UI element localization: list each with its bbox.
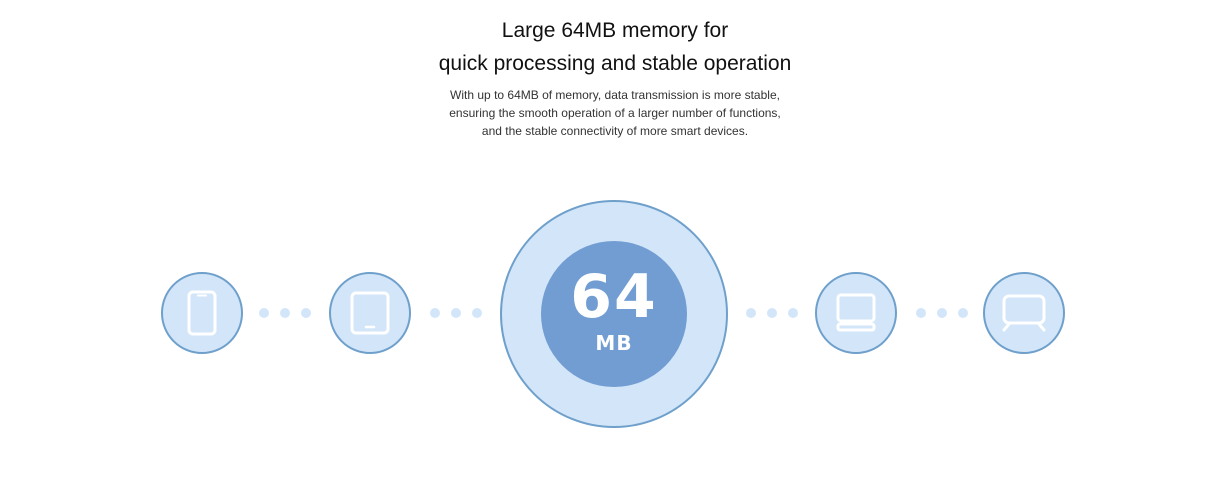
description-line-3: and the stable connectivity of more smar…: [481, 124, 749, 138]
device-circle-smartphone: [161, 272, 243, 354]
connector-dots: [259, 308, 311, 320]
connector-dot: [301, 308, 311, 318]
connector-dot: [767, 308, 777, 318]
description-line-2: ensuring the smooth operation of a large…: [449, 106, 781, 120]
description-line-1: With up to 64MB of memory, data transmis…: [450, 88, 780, 102]
connector-dot: [451, 308, 461, 318]
memory-value: 64: [570, 262, 658, 332]
connector-dot: [937, 308, 947, 318]
connector-dot: [958, 308, 968, 318]
connector-dots: [916, 308, 968, 320]
heading-line-1: Large 64MB memory for: [501, 19, 729, 42]
device-circle-laptop: [815, 272, 897, 354]
device-circle-tablet: [329, 272, 411, 354]
connector-dot: [746, 308, 756, 318]
connector-dot: [430, 308, 440, 318]
memory-inner-circle: [541, 241, 687, 387]
connector-dots: [430, 308, 482, 320]
connector-dot: [259, 308, 269, 318]
device-circle-tv: [983, 272, 1065, 354]
laptop-icon: [836, 293, 876, 332]
tv-icon: [1002, 294, 1046, 332]
connector-dot: [916, 308, 926, 318]
memory-unit: MB: [595, 331, 633, 355]
connector-dot: [788, 308, 798, 318]
heading-line-2: quick processing and stable operation: [438, 52, 792, 75]
smartphone-icon: [187, 290, 217, 336]
connector-dot: [472, 308, 482, 318]
connector-dot: [280, 308, 290, 318]
tablet-icon: [350, 291, 390, 335]
connector-dots: [746, 308, 798, 320]
